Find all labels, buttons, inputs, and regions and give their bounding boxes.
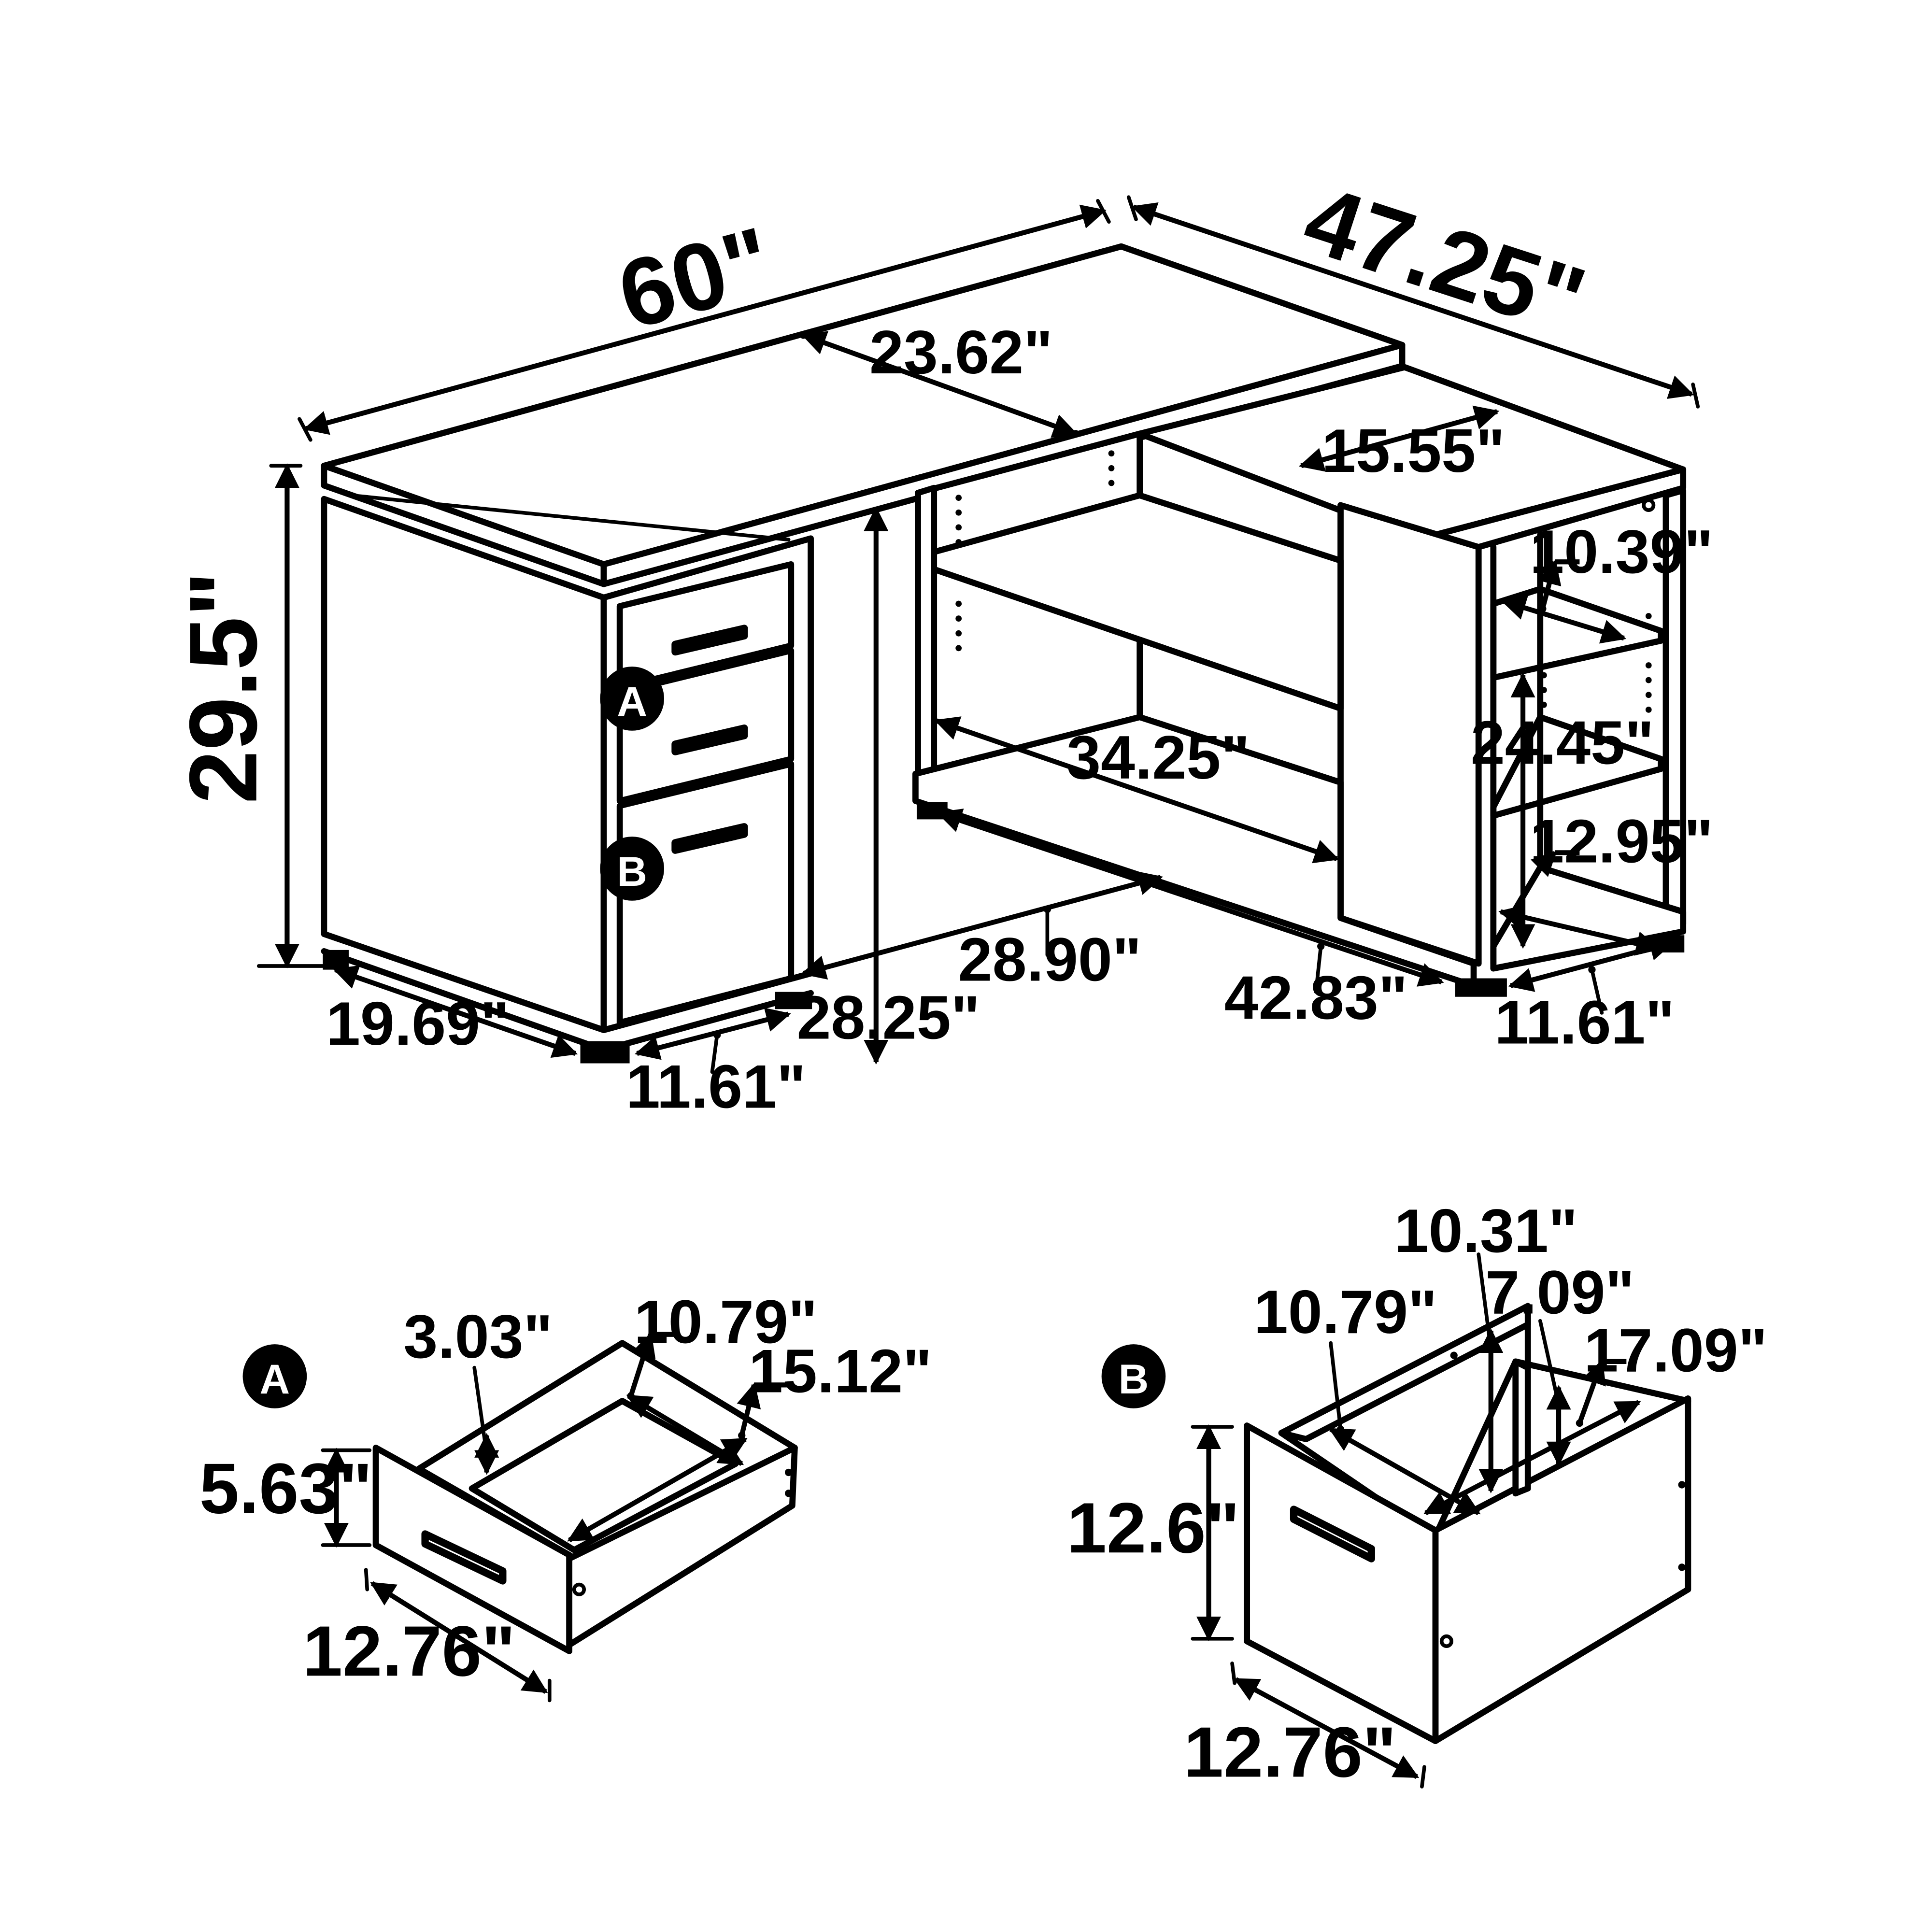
shelf-pin-holes [955, 450, 1652, 713]
drawer-a-inner-height: 3.03" [403, 1303, 553, 1371]
drawer-a-handle [421, 1530, 507, 1585]
drawer-b-inner-width: 10.79" [1254, 1278, 1437, 1347]
drawer-b-side-height: 7.09" [1485, 1258, 1634, 1327]
open-span-label: 28.90" [958, 926, 1142, 994]
pedestal-depth-label: 19.69" [326, 990, 510, 1058]
drawer-handle-top [671, 625, 748, 656]
drawer-b-left-top [1278, 1303, 1531, 1442]
top-depth-label: 23.62" [869, 318, 1053, 387]
drawer-front-top [616, 561, 795, 691]
svg-text:A: A [617, 678, 647, 725]
credenza-divider [1337, 502, 1482, 967]
drawer-b-detail: B 12.6" 12.76" 10.79" 10.31" 7.09" [1067, 1197, 1767, 1792]
drawer-front-middle [616, 647, 795, 804]
return-top-depth-label: 15.55" [1321, 417, 1505, 485]
badge-a: A [242, 1344, 307, 1408]
return-length-label: 42.83" [1224, 964, 1408, 1033]
drawer-handle-file [671, 823, 748, 854]
bookcase-width-label: 11.61" [1494, 989, 1675, 1057]
credenza-middle-shelf [931, 492, 1344, 712]
desk-dimensions: 60" 47.25" 29.5" 23.62" 15.55" 34.25" 28… [170, 165, 1713, 1121]
shelf-width-label: 34.25" [1066, 724, 1250, 792]
drawer-b-handle [1290, 1506, 1375, 1563]
drawer-b-inner-panel [1512, 1358, 1531, 1497]
drawer-b-front-height: 12.6" [1067, 1488, 1240, 1568]
drawer-a-front-width: 12.76" [303, 1611, 515, 1691]
pedestal-side [321, 496, 607, 1034]
bookcase-bottom-depth-label: 12.95" [1530, 808, 1713, 876]
badge-b: B [1101, 1344, 1166, 1408]
drawer-handle-middle [671, 724, 748, 755]
bookcase-height-label: 24.45" [1471, 709, 1654, 778]
bookcase-shelf-depth-label: 10.39" [1530, 518, 1713, 586]
bookcase-shelf-1 [1490, 586, 1664, 681]
overall-height-label: 29.5" [170, 571, 277, 804]
drawer-a-detail: A 5.63" 12.76" 3.03" 10.79" 15.12" [199, 1288, 932, 1703]
badge-a-on-desk: A [600, 667, 664, 731]
credenza-left-side [915, 484, 938, 782]
credenza-foot-right [1455, 978, 1507, 997]
badge-b-on-desk: B [600, 837, 664, 901]
drawer-front-file [616, 761, 795, 1026]
drawer-b-inner-depth: 17.09" [1584, 1316, 1768, 1385]
knee-height-label: 28.25" [796, 984, 980, 1052]
drawer-a-front-height: 5.63" [199, 1449, 372, 1529]
drawer-a-inner-depth: 15.12" [749, 1337, 932, 1406]
svg-text:B: B [1119, 1356, 1149, 1403]
drawer-b-front-width: 12.76" [1184, 1713, 1396, 1792]
drawer-a-inner-width: 10.79" [634, 1288, 818, 1357]
svg-text:A: A [260, 1356, 290, 1403]
drawer-b-inner-height: 10.31" [1394, 1197, 1578, 1265]
overall-length-label: 60" [608, 207, 782, 350]
svg-text:B: B [617, 848, 647, 895]
pedestal-width-label: 11.61" [626, 1052, 806, 1121]
